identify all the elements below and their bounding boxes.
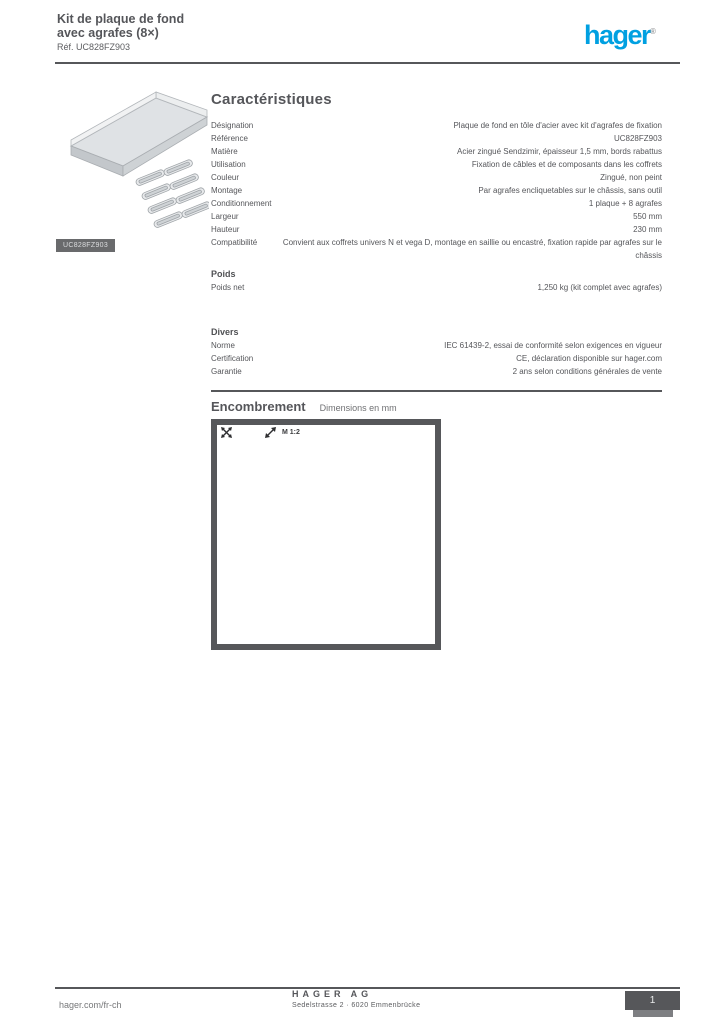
spec-label: Hauteur [211,225,240,234]
spec-value: Zingué, non peint [600,173,662,182]
dimension-arrow-icon [221,427,232,438]
footer-company: HAGER AG Sedelstrasse 2 · 6020 Emmenbrüc… [292,989,420,1011]
spec-value: Fixation de câbles et de composants dans… [471,160,662,169]
spec-value: 1,250 kg (kit complet avec agrafes) [537,283,662,292]
spec-row: Garantie 2 ans selon conditions générales… [211,365,662,378]
spec-label: Poids net [211,283,245,292]
page-number-accent [633,1010,673,1017]
scale-label: M 1:2 [282,429,300,436]
spec-label: Montage [211,186,243,195]
spec-label: Référence [211,134,248,143]
spec-row: Utilisation Fixation de câbles et de comp… [211,158,662,171]
page-title: Kit de plaque de fond avec agrafes (8×) … [57,12,184,52]
spec-value: CE, déclaration disponible sur hager.com [516,354,662,363]
spec-value: Par agrafes encliquetables sur le châssi… [478,186,662,195]
spec-label: Certification [211,354,254,363]
title-line-1: Kit de plaque de fond [57,12,185,26]
dimension-drawing-box: M 1:2 [211,419,441,650]
spec-row: Désignation Plaque de fond en tôle d'acie… [211,119,662,132]
spec-label: Garantie [211,367,242,376]
footer-link-box: hager.com/fr-ch [55,991,170,1018]
spec-value: UC828FZ903 [613,134,662,143]
spec-row: Norme IEC 61439-2, essai de conformité se… [211,339,662,352]
footer-company-name: HAGER AG [292,989,373,999]
image-caption: UC828FZ903 [56,239,116,252]
subheading-weight: Poids [211,269,236,279]
spec-value: Plaque de fond en tôle d'acier avec kit … [453,121,662,130]
footer-link[interactable]: hager.com/fr-ch [59,999,122,1010]
spec-section-misc: Norme IEC 61439-2, essai de conformité se… [211,339,662,378]
section-heading-dimensions: Encombrement [211,399,306,414]
section-heading-characteristics: Caractéristiques [211,91,332,108]
spec-row: Matière Acier zingué Sendzimir, épaisseur… [211,145,662,158]
spec-value: 1 plaque + 8 agrafes [588,199,662,208]
footer-divider [55,987,680,989]
page-number-badge: 1 [625,991,680,1010]
title-reference: Réf. UC828FZ903 [57,42,131,52]
spec-label: Utilisation [211,160,246,169]
spec-row: Certification CE, déclaration disponible … [211,352,662,365]
spec-label: Conditionnement [211,199,272,208]
header-divider [55,62,680,64]
spec-row: Référence UC828FZ903 [211,132,662,145]
spec-value: IEC 61439-2, essai de conformité selon e… [444,341,662,350]
section-divider [211,390,662,392]
spec-label: Largeur [211,212,239,221]
footer-company-address: Sedelstrasse 2 · 6020 Emmenbrücke [292,1002,421,1009]
registered-mark: ® [650,27,656,36]
spec-label: Norme [211,341,236,350]
spec-row: Couleur Zingué, non peint [211,171,662,184]
spec-value: Acier zingué Sendzimir, épaisseur 1,5 mm… [457,147,662,156]
characteristics-column: Caractéristiques Désignation Plaque de fo… [211,91,662,650]
spec-row: Largeur 550 mm [211,210,662,223]
product-image [57,84,211,241]
spec-label: Désignation [211,121,254,130]
measure-arrow-icon [265,427,276,438]
spec-section-weight: Poids net 1,250 kg (kit complet avec agra… [211,281,662,294]
dimensions-caption: Dimensions en mm [319,403,397,413]
spec-value: 550 mm [633,212,662,221]
spec-row: Montage Par agrafes encliquetables sur le… [211,184,662,197]
spec-label: Compatibilité [211,238,258,247]
spec-value: 2 ans selon conditions générales de vent… [512,367,662,376]
spec-value: 230 mm [633,225,662,234]
hager-logo-text: hager [584,20,652,50]
spec-label: Couleur [211,173,240,182]
spec-row: Conditionnement 1 plaque + 8 agrafes [211,197,662,210]
section-gap [211,294,662,320]
spec-value: Convient aux coffrets univers N et vega … [282,238,662,260]
spec-row: Hauteur 230 mm [211,223,662,236]
spec-label: Matière [211,147,238,156]
title-line-2: avec agrafes (8×) [57,26,159,40]
hager-logo: hager® [584,20,656,51]
spec-section-a: Désignation Plaque de fond en tôle d'acie… [211,119,662,210]
subheading-misc: Divers [211,327,239,337]
spec-row: Compatibilité Convient aux coffrets unive… [211,236,662,262]
spec-row: Poids net 1,250 kg (kit complet avec agra… [211,281,662,294]
